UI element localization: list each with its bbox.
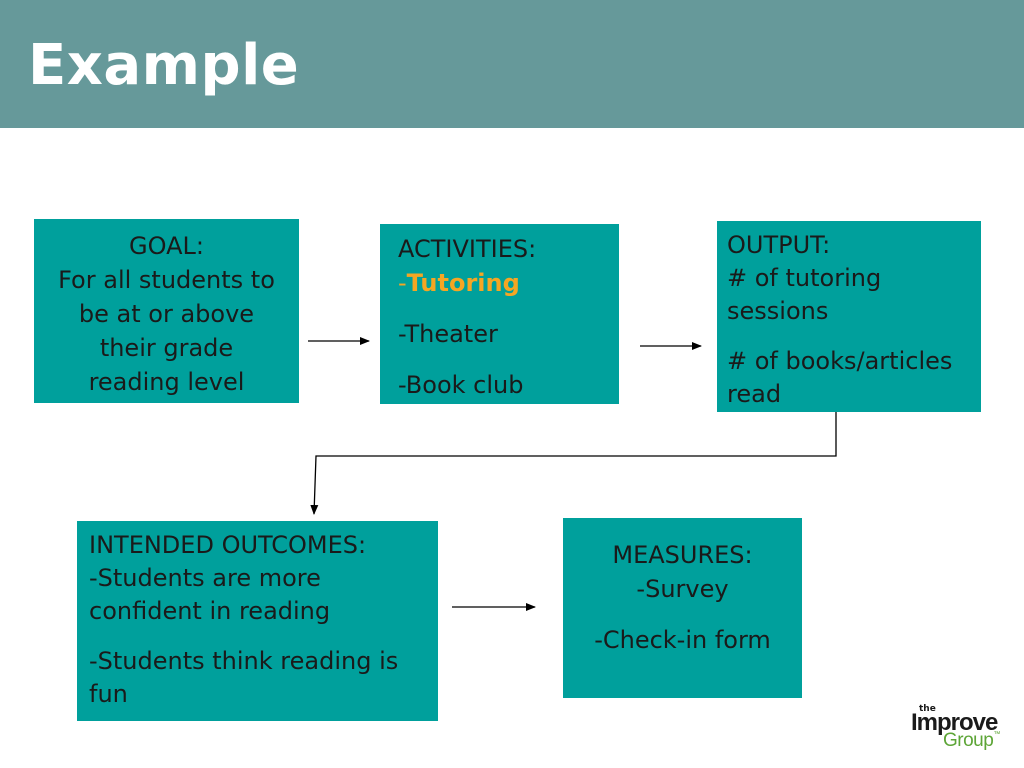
arrow-output-to-outcomes	[310, 412, 837, 515]
goal-heading: GOAL:	[129, 232, 204, 260]
improve-group-logo: the Improve Group™	[905, 705, 1005, 755]
page-title: Example	[28, 33, 300, 98]
goal-line: their grade	[99, 334, 234, 362]
title-bar: Example	[0, 0, 1024, 128]
measures-item-check-in: -Check-in form	[594, 626, 771, 654]
output-line: sessions	[727, 297, 829, 325]
activity-highlight: Tutoring	[406, 269, 520, 297]
outcomes-heading: INTENDED OUTCOMES:	[89, 531, 367, 559]
goal-line: reading level	[88, 368, 245, 396]
outcomes-box: INTENDED OUTCOMES: -Students are more co…	[77, 521, 438, 721]
measures-box: MEASURES: -Survey -Check-in form	[563, 518, 802, 698]
outcomes-line: confident in reading	[89, 597, 331, 625]
output-heading: OUTPUT:	[727, 231, 831, 259]
goal-line: For all students to	[58, 266, 275, 294]
goal-line: be at or above	[78, 300, 255, 328]
output-line: read	[727, 380, 782, 408]
logo-group-text: Group	[943, 730, 994, 751]
outcomes-line: fun	[89, 680, 128, 708]
outcomes-line: -Students are more	[89, 564, 321, 592]
activity-item-book-club: -Book club	[398, 371, 524, 399]
activity-dash: -	[398, 269, 407, 297]
logo-tm: ™	[993, 731, 1000, 738]
logo-word-group: Group™	[943, 731, 1000, 750]
activity-item-theater: -Theater	[398, 320, 498, 348]
activities-box: ACTIVITIES: -Tutoring -Theater -Book clu…	[380, 224, 619, 404]
outcomes-line: -Students think reading is	[89, 647, 399, 675]
measures-heading: MEASURES:	[612, 541, 753, 569]
activities-heading: ACTIVITIES:	[398, 235, 537, 263]
goal-box: GOAL: For all students to be at or above…	[34, 219, 299, 403]
activity-item-tutoring: -Tutoring	[398, 266, 609, 300]
logo-word-improve: Improve	[911, 709, 998, 736]
logo-small-text: the	[919, 704, 936, 714]
output-box: OUTPUT: # of tutoring sessions # of book…	[717, 221, 981, 412]
output-line: # of tutoring	[727, 264, 882, 292]
output-line: # of books/articles	[727, 347, 953, 375]
measures-item-survey: -Survey	[636, 575, 729, 603]
